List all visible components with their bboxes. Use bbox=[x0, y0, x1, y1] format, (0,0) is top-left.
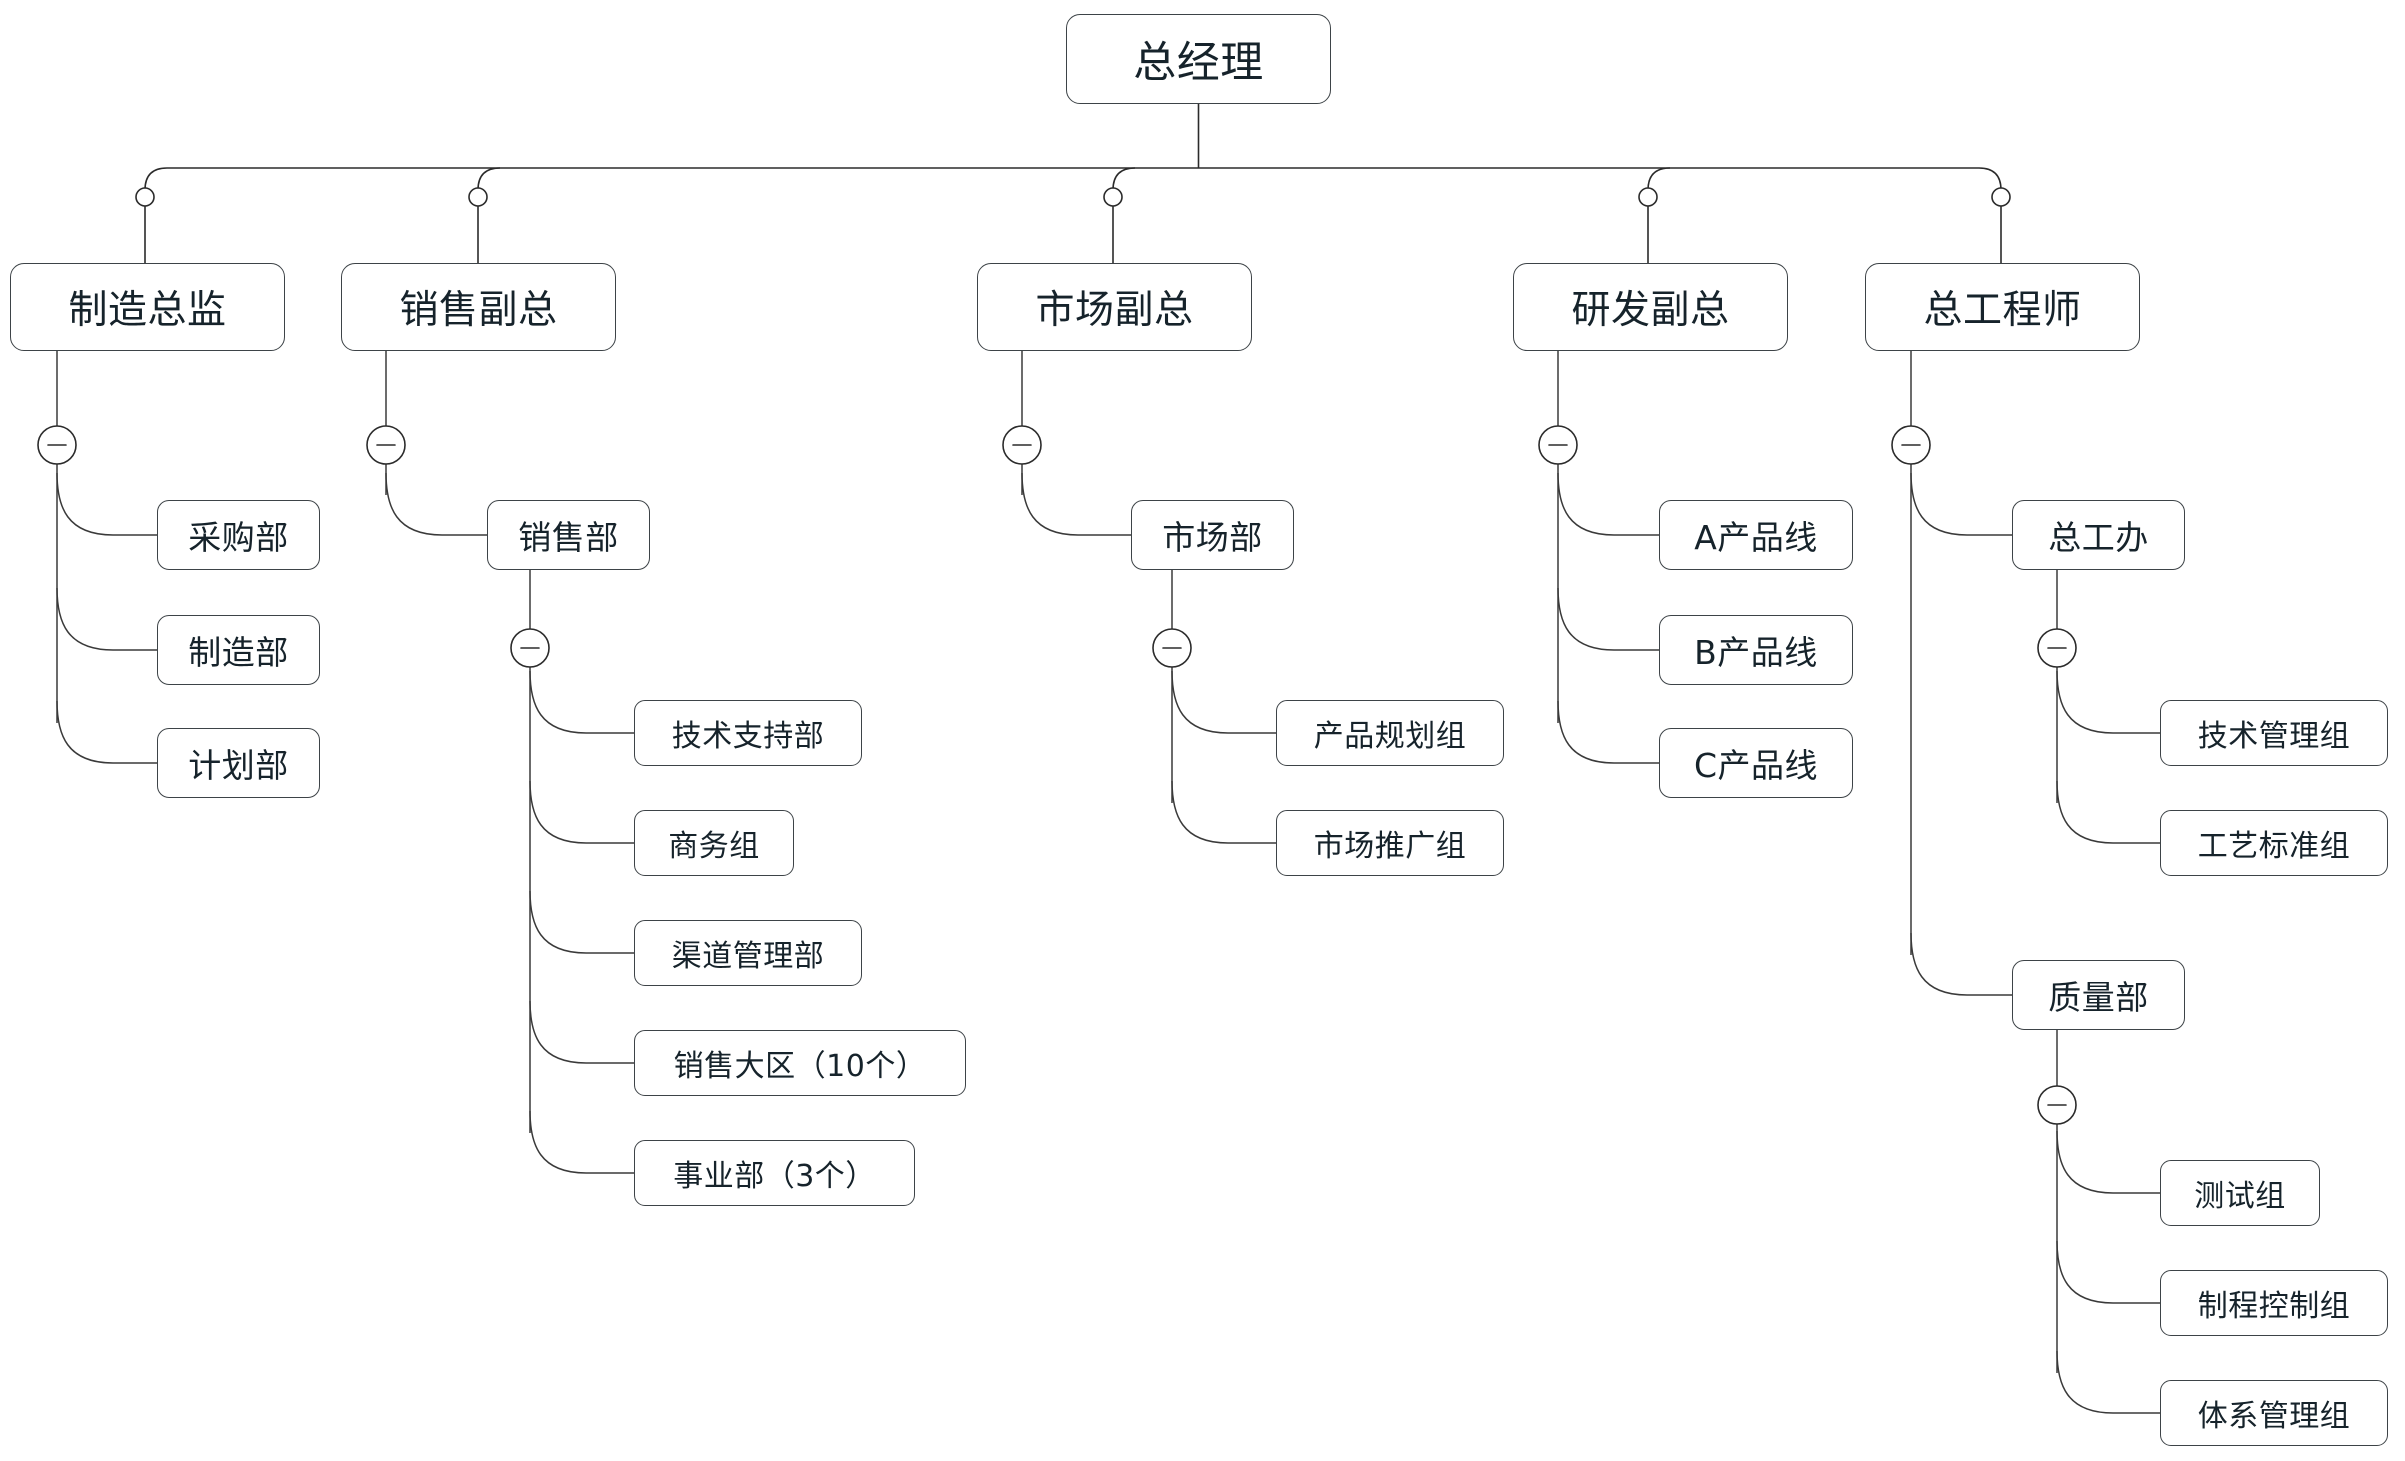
minus-circle-icon[interactable] bbox=[1538, 425, 1578, 465]
child-link bbox=[1557, 472, 1659, 536]
org-node-l2-product-b[interactable]: B产品线 bbox=[1659, 615, 1853, 685]
node-label: 总工办 bbox=[2048, 518, 2149, 557]
org-node-l2-procurement[interactable]: 采购部 bbox=[157, 500, 320, 570]
node-label: 体系管理组 bbox=[2197, 1399, 2351, 1434]
toggle-circle-outline bbox=[1103, 187, 1123, 207]
child-link bbox=[1021, 472, 1131, 536]
org-node-l3-business-unit[interactable]: 事业部（3个） bbox=[634, 1140, 915, 1206]
minus-circle-icon[interactable] bbox=[1002, 425, 1042, 465]
child-link bbox=[2056, 1350, 2160, 1414]
child-link bbox=[2056, 780, 2160, 844]
child-link bbox=[56, 700, 157, 764]
minus-circle-icon[interactable] bbox=[510, 628, 550, 668]
child-link bbox=[2056, 1240, 2160, 1304]
minus-circle-icon[interactable] bbox=[366, 425, 406, 465]
org-node-l1-rnd[interactable]: 研发副总 bbox=[1513, 263, 1788, 351]
node-label: 销售副总 bbox=[399, 288, 558, 333]
child-link bbox=[529, 670, 634, 734]
node-label: 制造部 bbox=[188, 633, 289, 672]
toggle-circle-outline bbox=[1991, 187, 2011, 207]
node-label: 工艺标准组 bbox=[2197, 829, 2351, 864]
circle-icon[interactable] bbox=[1638, 187, 1658, 207]
child-link bbox=[529, 890, 634, 954]
circle-icon[interactable] bbox=[1991, 187, 2011, 207]
org-node-l2-ce-office[interactable]: 总工办 bbox=[2012, 500, 2185, 570]
org-node-l3-tech-support[interactable]: 技术支持部 bbox=[634, 700, 862, 766]
node-label: 市场推广组 bbox=[1313, 829, 1467, 864]
org-node-l2-quality[interactable]: 质量部 bbox=[2012, 960, 2185, 1030]
child-link bbox=[2056, 1130, 2160, 1194]
org-node-l3-sales-region[interactable]: 销售大区（10个） bbox=[634, 1030, 966, 1096]
toggle-circle-outline bbox=[468, 187, 488, 207]
child-link bbox=[56, 472, 157, 536]
org-node-l2-sales-dept[interactable]: 销售部 bbox=[487, 500, 650, 570]
child-link bbox=[2056, 670, 2160, 734]
minus-circle-icon[interactable] bbox=[2037, 628, 2077, 668]
org-node-l3-business-group[interactable]: 商务组 bbox=[634, 810, 794, 876]
node-label: 技术管理组 bbox=[2197, 719, 2351, 754]
child-link bbox=[1171, 780, 1276, 844]
org-node-l3-system-mgmt[interactable]: 体系管理组 bbox=[2160, 1380, 2388, 1446]
org-node-l2-production[interactable]: 制造部 bbox=[157, 615, 320, 685]
child-link bbox=[1910, 932, 2012, 996]
org-node-l3-channel-mgmt[interactable]: 渠道管理部 bbox=[634, 920, 862, 986]
org-node-l1-sales[interactable]: 销售副总 bbox=[341, 263, 616, 351]
org-node-l2-planning[interactable]: 计划部 bbox=[157, 728, 320, 798]
circle-icon[interactable] bbox=[135, 187, 155, 207]
org-node-l3-process-std[interactable]: 工艺标准组 bbox=[2160, 810, 2388, 876]
child-link bbox=[385, 472, 487, 536]
org-node-l3-tech-mgmt[interactable]: 技术管理组 bbox=[2160, 700, 2388, 766]
node-label: 制造总监 bbox=[68, 288, 227, 333]
child-link bbox=[529, 1110, 634, 1174]
child-link bbox=[1557, 700, 1659, 764]
org-node-l2-product-c[interactable]: C产品线 bbox=[1659, 728, 1853, 798]
node-label: C产品线 bbox=[1693, 746, 1819, 785]
node-label: 质量部 bbox=[2048, 978, 2149, 1017]
node-label: 总经理 bbox=[1133, 38, 1264, 88]
node-label: 市场部 bbox=[1162, 518, 1263, 557]
org-node-l1-manufacturing[interactable]: 制造总监 bbox=[10, 263, 285, 351]
node-label: 制程控制组 bbox=[2197, 1289, 2351, 1324]
child-link bbox=[1910, 472, 2012, 536]
node-label: 计划部 bbox=[188, 746, 289, 785]
org-node-l1-marketing[interactable]: 市场副总 bbox=[977, 263, 1252, 351]
node-label: 销售大区（10个） bbox=[673, 1049, 927, 1084]
minus-circle-icon[interactable] bbox=[1891, 425, 1931, 465]
toggle-circle-outline bbox=[135, 187, 155, 207]
node-label: 事业部（3个） bbox=[673, 1159, 876, 1194]
org-node-l1-chief-engineer[interactable]: 总工程师 bbox=[1865, 263, 2140, 351]
node-label: B产品线 bbox=[1694, 633, 1818, 672]
node-label: 技术支持部 bbox=[671, 719, 825, 754]
child-link bbox=[1171, 670, 1276, 734]
node-label: A产品线 bbox=[1694, 518, 1818, 557]
node-label: 市场副总 bbox=[1035, 288, 1194, 333]
node-label: 总工程师 bbox=[1923, 288, 2082, 333]
node-label: 采购部 bbox=[188, 518, 289, 557]
node-label: 销售部 bbox=[518, 518, 619, 557]
org-node-root[interactable]: 总经理 bbox=[1066, 14, 1331, 104]
circle-icon[interactable] bbox=[1103, 187, 1123, 207]
org-node-l3-test-group[interactable]: 测试组 bbox=[2160, 1160, 2320, 1226]
org-node-l3-promotion[interactable]: 市场推广组 bbox=[1276, 810, 1504, 876]
level1-bus bbox=[144, 167, 2002, 199]
node-label: 渠道管理部 bbox=[671, 939, 825, 974]
node-label: 商务组 bbox=[668, 829, 760, 864]
minus-circle-icon[interactable] bbox=[1152, 628, 1192, 668]
child-link bbox=[56, 587, 157, 651]
toggle-circle-outline bbox=[1638, 187, 1658, 207]
child-link bbox=[1557, 587, 1659, 651]
node-label: 产品规划组 bbox=[1313, 719, 1467, 754]
node-label: 测试组 bbox=[2194, 1179, 2286, 1214]
circle-icon[interactable] bbox=[468, 187, 488, 207]
node-label: 研发副总 bbox=[1571, 288, 1730, 333]
child-link bbox=[529, 780, 634, 844]
org-node-l3-prod-planning[interactable]: 产品规划组 bbox=[1276, 700, 1504, 766]
org-node-l2-product-a[interactable]: A产品线 bbox=[1659, 500, 1853, 570]
minus-circle-icon[interactable] bbox=[2037, 1085, 2077, 1125]
org-node-l2-market-dept[interactable]: 市场部 bbox=[1131, 500, 1294, 570]
org-node-l3-process-ctrl[interactable]: 制程控制组 bbox=[2160, 1270, 2388, 1336]
child-link bbox=[529, 1000, 634, 1064]
minus-circle-icon[interactable] bbox=[37, 425, 77, 465]
